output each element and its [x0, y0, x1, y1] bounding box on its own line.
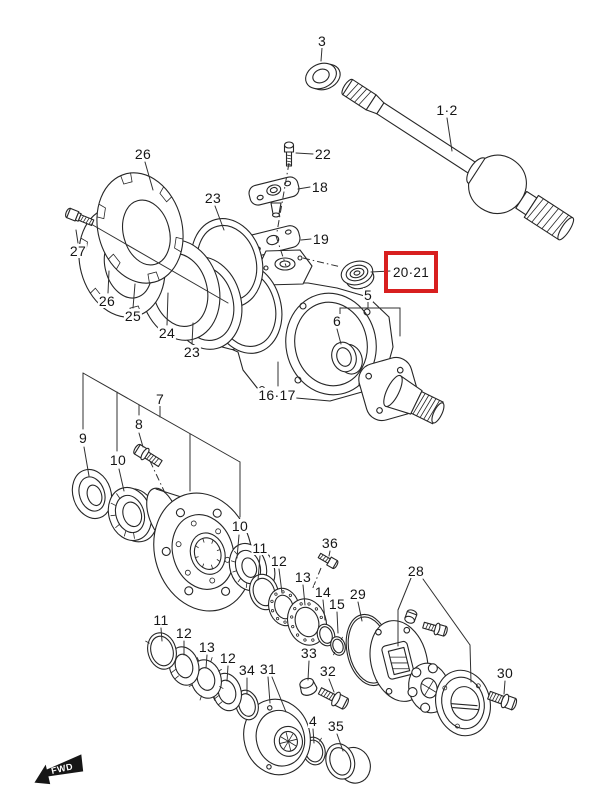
- seal-cover-26-upper: [96, 172, 184, 284]
- ring-14: [316, 623, 336, 647]
- seal-6: [331, 341, 363, 375]
- bearing-20-21: [340, 260, 375, 290]
- wheel-hub: [146, 487, 253, 612]
- drive-shaft: [341, 78, 575, 241]
- bolt-30: [487, 690, 518, 711]
- bolt-22: [283, 141, 295, 167]
- seal-9: [71, 468, 113, 520]
- bolt-36: [317, 552, 339, 570]
- fwd-arrow: FWD: [34, 754, 84, 785]
- knob-33: [299, 677, 318, 696]
- snap-ring-15: [330, 636, 346, 656]
- center-lines: [149, 162, 342, 591]
- spindle: [358, 356, 445, 425]
- leader-lines: [75, 47, 506, 752]
- bolt-27: [65, 207, 95, 227]
- hub-body-31: [243, 698, 311, 776]
- fwd-label: FWD: [50, 761, 74, 776]
- seal-3: [305, 62, 341, 91]
- highlight-box: 20·21: [384, 251, 438, 293]
- plug-bolt: [404, 609, 418, 624]
- highlight-label: 20·21: [390, 264, 432, 280]
- kingpin-cap-18: [248, 176, 300, 218]
- bolt-32: [317, 687, 349, 710]
- locking-hub-assembly: [369, 609, 491, 737]
- hub-cap-35: [325, 743, 371, 784]
- washer-11-lower: [145, 632, 177, 670]
- hex-bolt-top: [422, 621, 448, 637]
- bolt-8: [133, 443, 163, 468]
